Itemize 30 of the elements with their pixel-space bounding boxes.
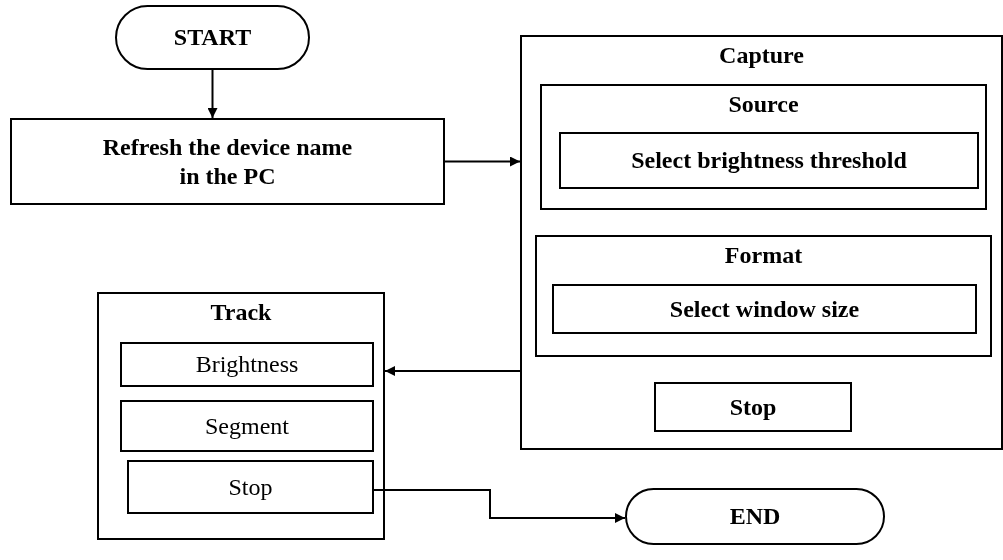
process-box (559, 132, 979, 189)
process-box (552, 284, 977, 334)
process-box (654, 382, 852, 432)
group-title: Capture (719, 41, 804, 70)
arrow (384, 366, 521, 376)
step-label: Select window size (669, 294, 860, 324)
group-title: Source (728, 90, 799, 119)
process-box (10, 118, 445, 205)
group-box (520, 35, 1003, 450)
group-title: Format (724, 241, 803, 270)
arrow (371, 489, 626, 523)
group-title: Track (210, 298, 272, 327)
group-box (535, 235, 992, 357)
step-label: Stop (228, 472, 273, 502)
step-label: START (173, 23, 252, 52)
terminal-box (115, 5, 310, 70)
process-box (120, 342, 374, 387)
process-box (120, 400, 374, 452)
step-label: Select brightness threshold (631, 146, 907, 175)
group-box (97, 292, 385, 540)
group-box (540, 84, 987, 210)
process-box (127, 460, 374, 514)
arrow (207, 69, 218, 119)
step-label: Stop (729, 392, 777, 422)
step-label: END (729, 502, 781, 531)
step-label: Segment (205, 411, 289, 441)
terminal-box (625, 488, 885, 545)
step-label: Refresh the device name in the PC (101, 132, 354, 191)
arrow (444, 156, 521, 167)
step-label: Brightness (195, 350, 299, 379)
